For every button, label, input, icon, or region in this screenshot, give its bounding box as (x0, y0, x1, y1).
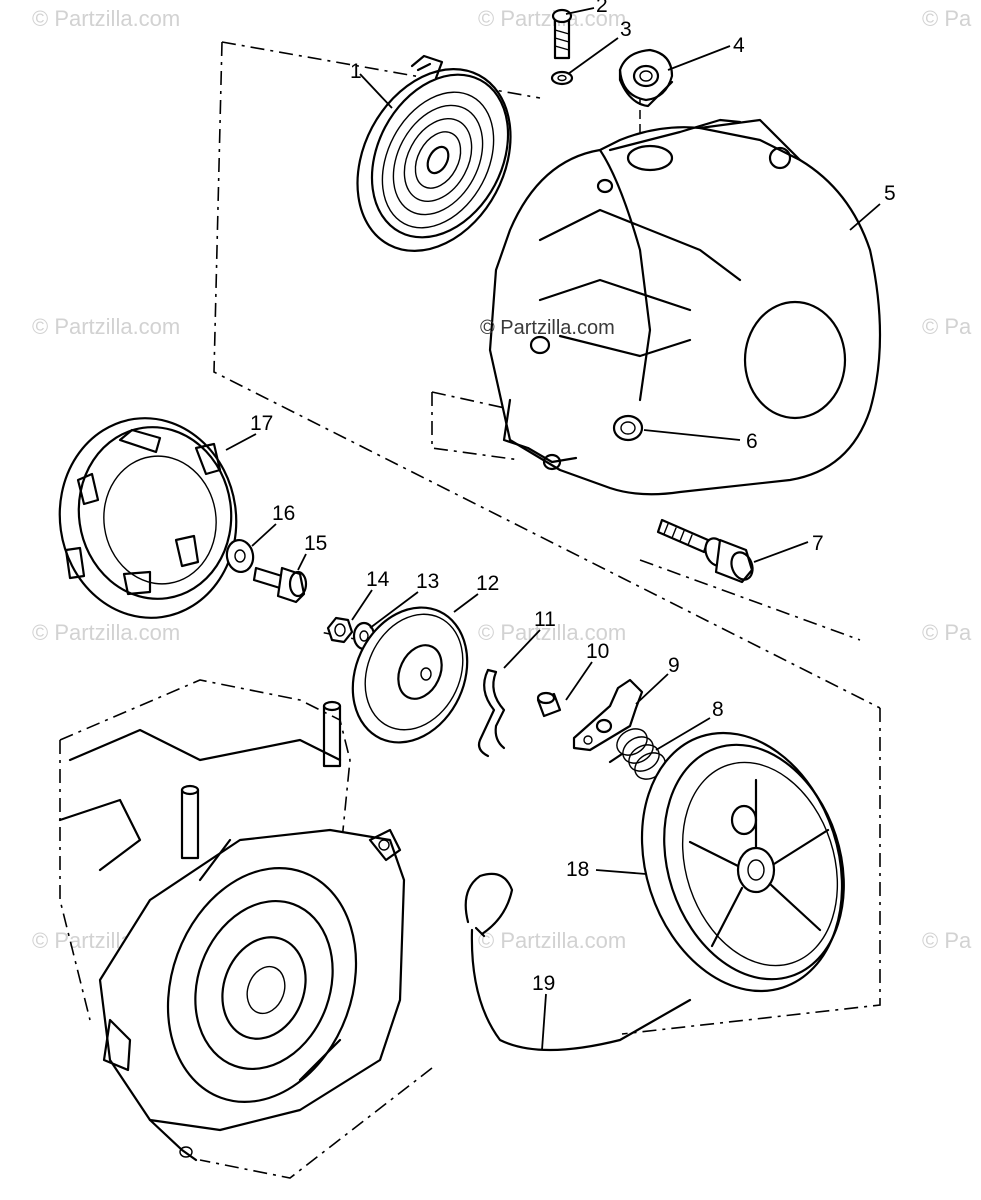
callout-17: 17 (250, 412, 273, 435)
grommet (612, 414, 644, 442)
watermark-partial: © Pa (922, 928, 972, 953)
cup-washer (225, 538, 255, 574)
starter-cup (58, 417, 238, 619)
starter-cup-bolt (252, 566, 308, 604)
bolt (551, 8, 573, 60)
starter-rope (464, 872, 692, 1052)
callout-9: 9 (668, 654, 680, 677)
watermark: © Partzilla.com (32, 6, 180, 31)
friction-plate (351, 606, 469, 744)
callout-15: 15 (304, 532, 327, 555)
callout-1: 1 (350, 60, 362, 83)
callout-8: 8 (712, 698, 724, 721)
handle-guide (618, 48, 674, 108)
crankcase (58, 679, 406, 1162)
recoil-spring (356, 54, 512, 253)
watermark: © Partzilla.com (478, 620, 626, 645)
watermark-center: © Partzilla.com (480, 317, 615, 339)
watermark-partial: © Pa (922, 314, 972, 339)
callout-7: 7 (812, 532, 824, 555)
housing-bolt (656, 518, 754, 584)
callout-18: 18 (566, 858, 589, 881)
callout-3: 3 (620, 18, 632, 41)
callout-11: 11 (534, 608, 556, 631)
callout-19: 19 (532, 972, 555, 995)
nut (326, 616, 354, 644)
callout-2: 2 (596, 0, 608, 17)
callout-12: 12 (476, 572, 499, 595)
rope-pulley (640, 731, 845, 993)
callout-4: 4 (733, 34, 745, 57)
leader-lines (225, 7, 881, 1051)
callout-10: 10 (586, 640, 609, 663)
ratchet-spring (608, 728, 666, 780)
callout-numbers: 1 2 3 4 5 6 7 8 9 10 11 12 13 14 15 16 1… (250, 0, 896, 995)
callout-6: 6 (746, 430, 758, 453)
watermarks: © Partzilla.com © Partzilla.com © Pa © P… (32, 6, 972, 953)
callout-5: 5 (884, 182, 896, 205)
watermark-partial: © Pa (922, 6, 972, 31)
bushing (536, 691, 562, 718)
callout-14: 14 (366, 568, 390, 591)
watermark: © Partzilla.com (32, 620, 180, 645)
callout-16: 16 (272, 502, 295, 525)
callout-13: 13 (416, 570, 439, 593)
washer (550, 70, 574, 86)
watermark-partial: © Pa (922, 620, 972, 645)
watermark: © Partzilla.com (478, 928, 626, 953)
starter-housing (488, 118, 882, 496)
watermark: © Partzilla.com (478, 6, 626, 31)
return-clip (477, 668, 506, 758)
watermark: © Partzilla.com (32, 314, 180, 339)
